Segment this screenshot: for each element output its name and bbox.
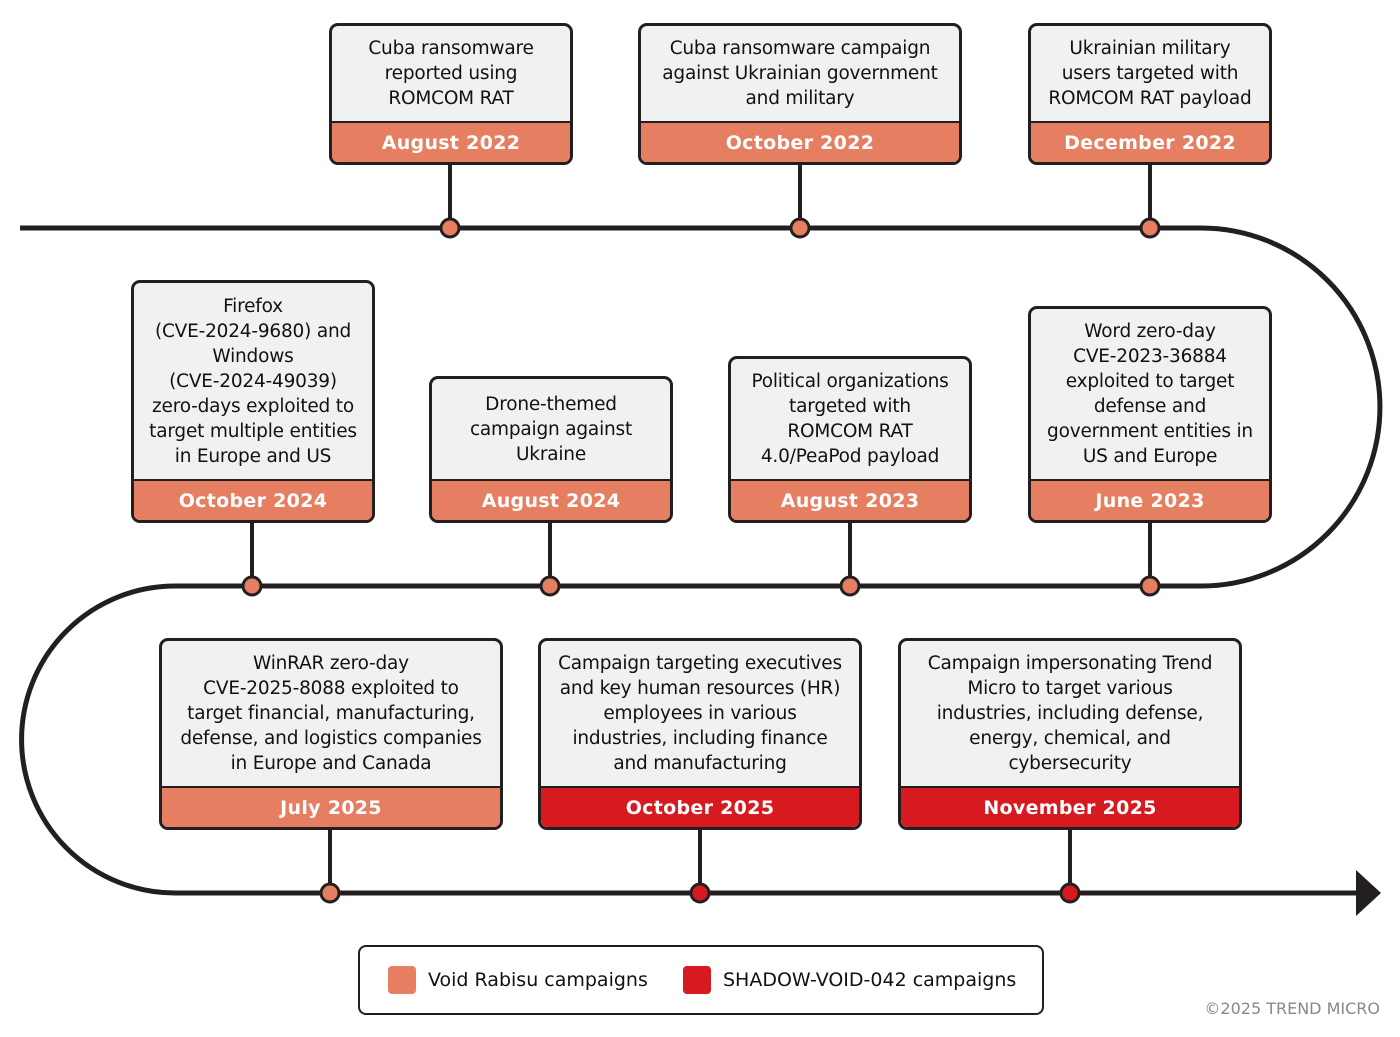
event-card: Cuba ransomware campaign against Ukraini…	[638, 23, 962, 165]
legend-item-shadow-void: SHADOW-VOID-042 campaigns	[683, 966, 1016, 994]
timeline-marker	[689, 882, 711, 904]
timeline-marker	[1139, 217, 1161, 239]
event-description: Cuba ransomware reported using ROMCOM RA…	[368, 38, 534, 109]
event-date: October 2022	[641, 121, 959, 162]
legend: Void Rabisu campaigns SHADOW-VOID-042 ca…	[358, 945, 1044, 1015]
copyright: ©2025 TREND MICRO	[1204, 999, 1380, 1018]
event-description: Word zero-day CVE-2023-36884 exploited t…	[1047, 321, 1253, 467]
event-description: WinRAR zero-day CVE-2025-8088 exploited …	[180, 653, 482, 774]
event-description: Firefox (CVE-2024-9680) and Windows (CVE…	[149, 295, 357, 467]
event-date: October 2025	[541, 786, 859, 827]
event-card: Firefox (CVE-2024-9680) and Windows (CVE…	[131, 280, 375, 523]
event-card: Drone-themed campaign against Ukraine Au…	[429, 376, 673, 523]
event-card: Ukrainian military users targeted with R…	[1028, 23, 1272, 165]
event-date: August 2023	[731, 479, 969, 520]
event-card: Word zero-day CVE-2023-36884 exploited t…	[1028, 306, 1272, 523]
timeline-marker	[241, 575, 263, 597]
event-date: June 2023	[1031, 479, 1269, 520]
timeline-marker	[1139, 575, 1161, 597]
timeline-marker	[539, 575, 561, 597]
timeline-marker	[789, 217, 811, 239]
event-date: December 2022	[1031, 121, 1269, 162]
event-card: Campaign targeting executives and key hu…	[538, 638, 862, 830]
legend-swatch-shadow-void	[683, 966, 711, 994]
event-description: Ukrainian military users targeted with R…	[1048, 38, 1252, 109]
legend-label: SHADOW-VOID-042 campaigns	[723, 969, 1017, 991]
timeline-marker	[319, 882, 341, 904]
event-date: August 2024	[432, 479, 670, 520]
event-description: Political organizations targeted with RO…	[751, 371, 949, 467]
legend-label: Void Rabisu campaigns	[428, 969, 648, 991]
event-date: October 2024	[134, 479, 372, 520]
event-description: Campaign targeting executives and key hu…	[558, 653, 842, 774]
timeline-marker	[1059, 882, 1081, 904]
event-description: Campaign impersonating Trend Micro to ta…	[927, 653, 1213, 774]
legend-item-void-rabisu: Void Rabisu campaigns	[388, 966, 648, 994]
event-card: Cuba ransomware reported using ROMCOM RA…	[329, 23, 573, 165]
event-date: November 2025	[901, 786, 1239, 827]
event-date: July 2025	[162, 786, 500, 827]
event-card: WinRAR zero-day CVE-2025-8088 exploited …	[159, 638, 503, 830]
timeline-marker	[839, 575, 861, 597]
legend-swatch-void-rabisu	[388, 966, 416, 994]
timeline-line	[19, 225, 1383, 896]
event-description: Drone-themed campaign against Ukraine	[469, 393, 633, 465]
event-card: Political organizations targeted with RO…	[728, 356, 972, 523]
event-date: August 2022	[332, 121, 570, 162]
event-card: Campaign impersonating Trend Micro to ta…	[898, 638, 1242, 830]
event-description: Cuba ransomware campaign against Ukraini…	[662, 38, 938, 109]
timeline-marker	[439, 217, 461, 239]
arrow-head-icon	[1356, 870, 1381, 916]
